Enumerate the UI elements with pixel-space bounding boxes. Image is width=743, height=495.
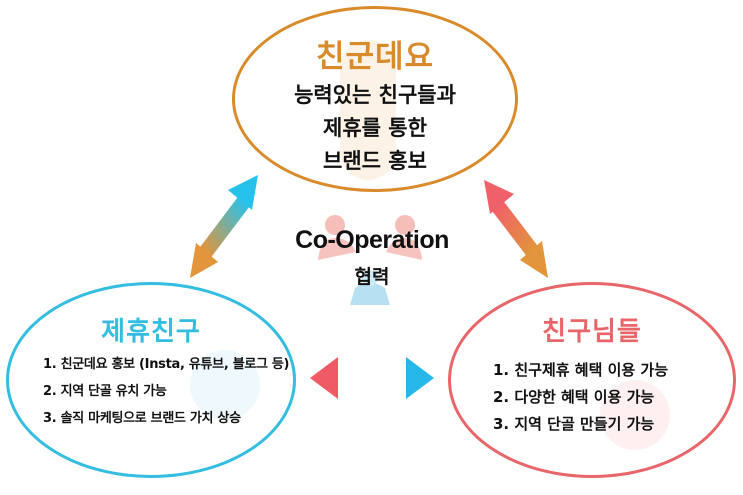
list-item: 1. 친군데요 홍보 (Insta, 유튜브, 블로그 등) xyxy=(43,357,290,372)
top-node-title: 친군데요 xyxy=(315,39,435,75)
list-item: 3. 솔직 마케팅으로 브랜드 가치 상승 xyxy=(43,411,241,426)
center-subtitle: 협력 xyxy=(354,266,390,288)
double-arrow-top-right xyxy=(484,180,548,278)
left-node: 제휴친구 1. 친군데요 홍보 (Insta, 유튜브, 블로그 등) 2. 지… xyxy=(6,282,296,478)
double-arrow-top-left xyxy=(190,175,258,278)
left-node-title: 제휴친구 xyxy=(101,317,201,347)
right-node-title: 친구님들 xyxy=(542,317,642,347)
top-node-line-3: 브랜드 홍보 xyxy=(323,149,427,173)
list-item: 2. 다양한 혜택 이용 가능 xyxy=(493,388,655,406)
list-item: 3. 지역 단골 만들기 가능 xyxy=(493,415,655,433)
double-arrow-bottom xyxy=(310,357,434,399)
list-item: 1. 친구제휴 혜택 이용 가능 xyxy=(493,361,669,379)
center-title: Co-Operation xyxy=(295,226,449,254)
people-handshake-icon xyxy=(318,215,422,305)
right-node: 친구님들 1. 친구제휴 혜택 이용 가능 2. 다양한 혜택 이용 가능 3.… xyxy=(448,282,736,478)
list-item: 2. 지역 단골 유치 가능 xyxy=(43,384,167,399)
left-node-list: 1. 친군데요 홍보 (Insta, 유튜브, 블로그 등) 2. 지역 단골 … xyxy=(43,351,290,432)
top-node-line-2: 제휴를 통한 xyxy=(323,116,427,140)
top-node: 친군데요 능력있는 친구들과 제휴를 통한 브랜드 홍보 xyxy=(232,6,518,192)
right-node-list: 1. 친구제휴 혜택 이용 가능 2. 다양한 혜택 이용 가능 3. 지역 단… xyxy=(493,357,668,438)
top-node-line-1: 능력있는 친구들과 xyxy=(294,83,456,107)
